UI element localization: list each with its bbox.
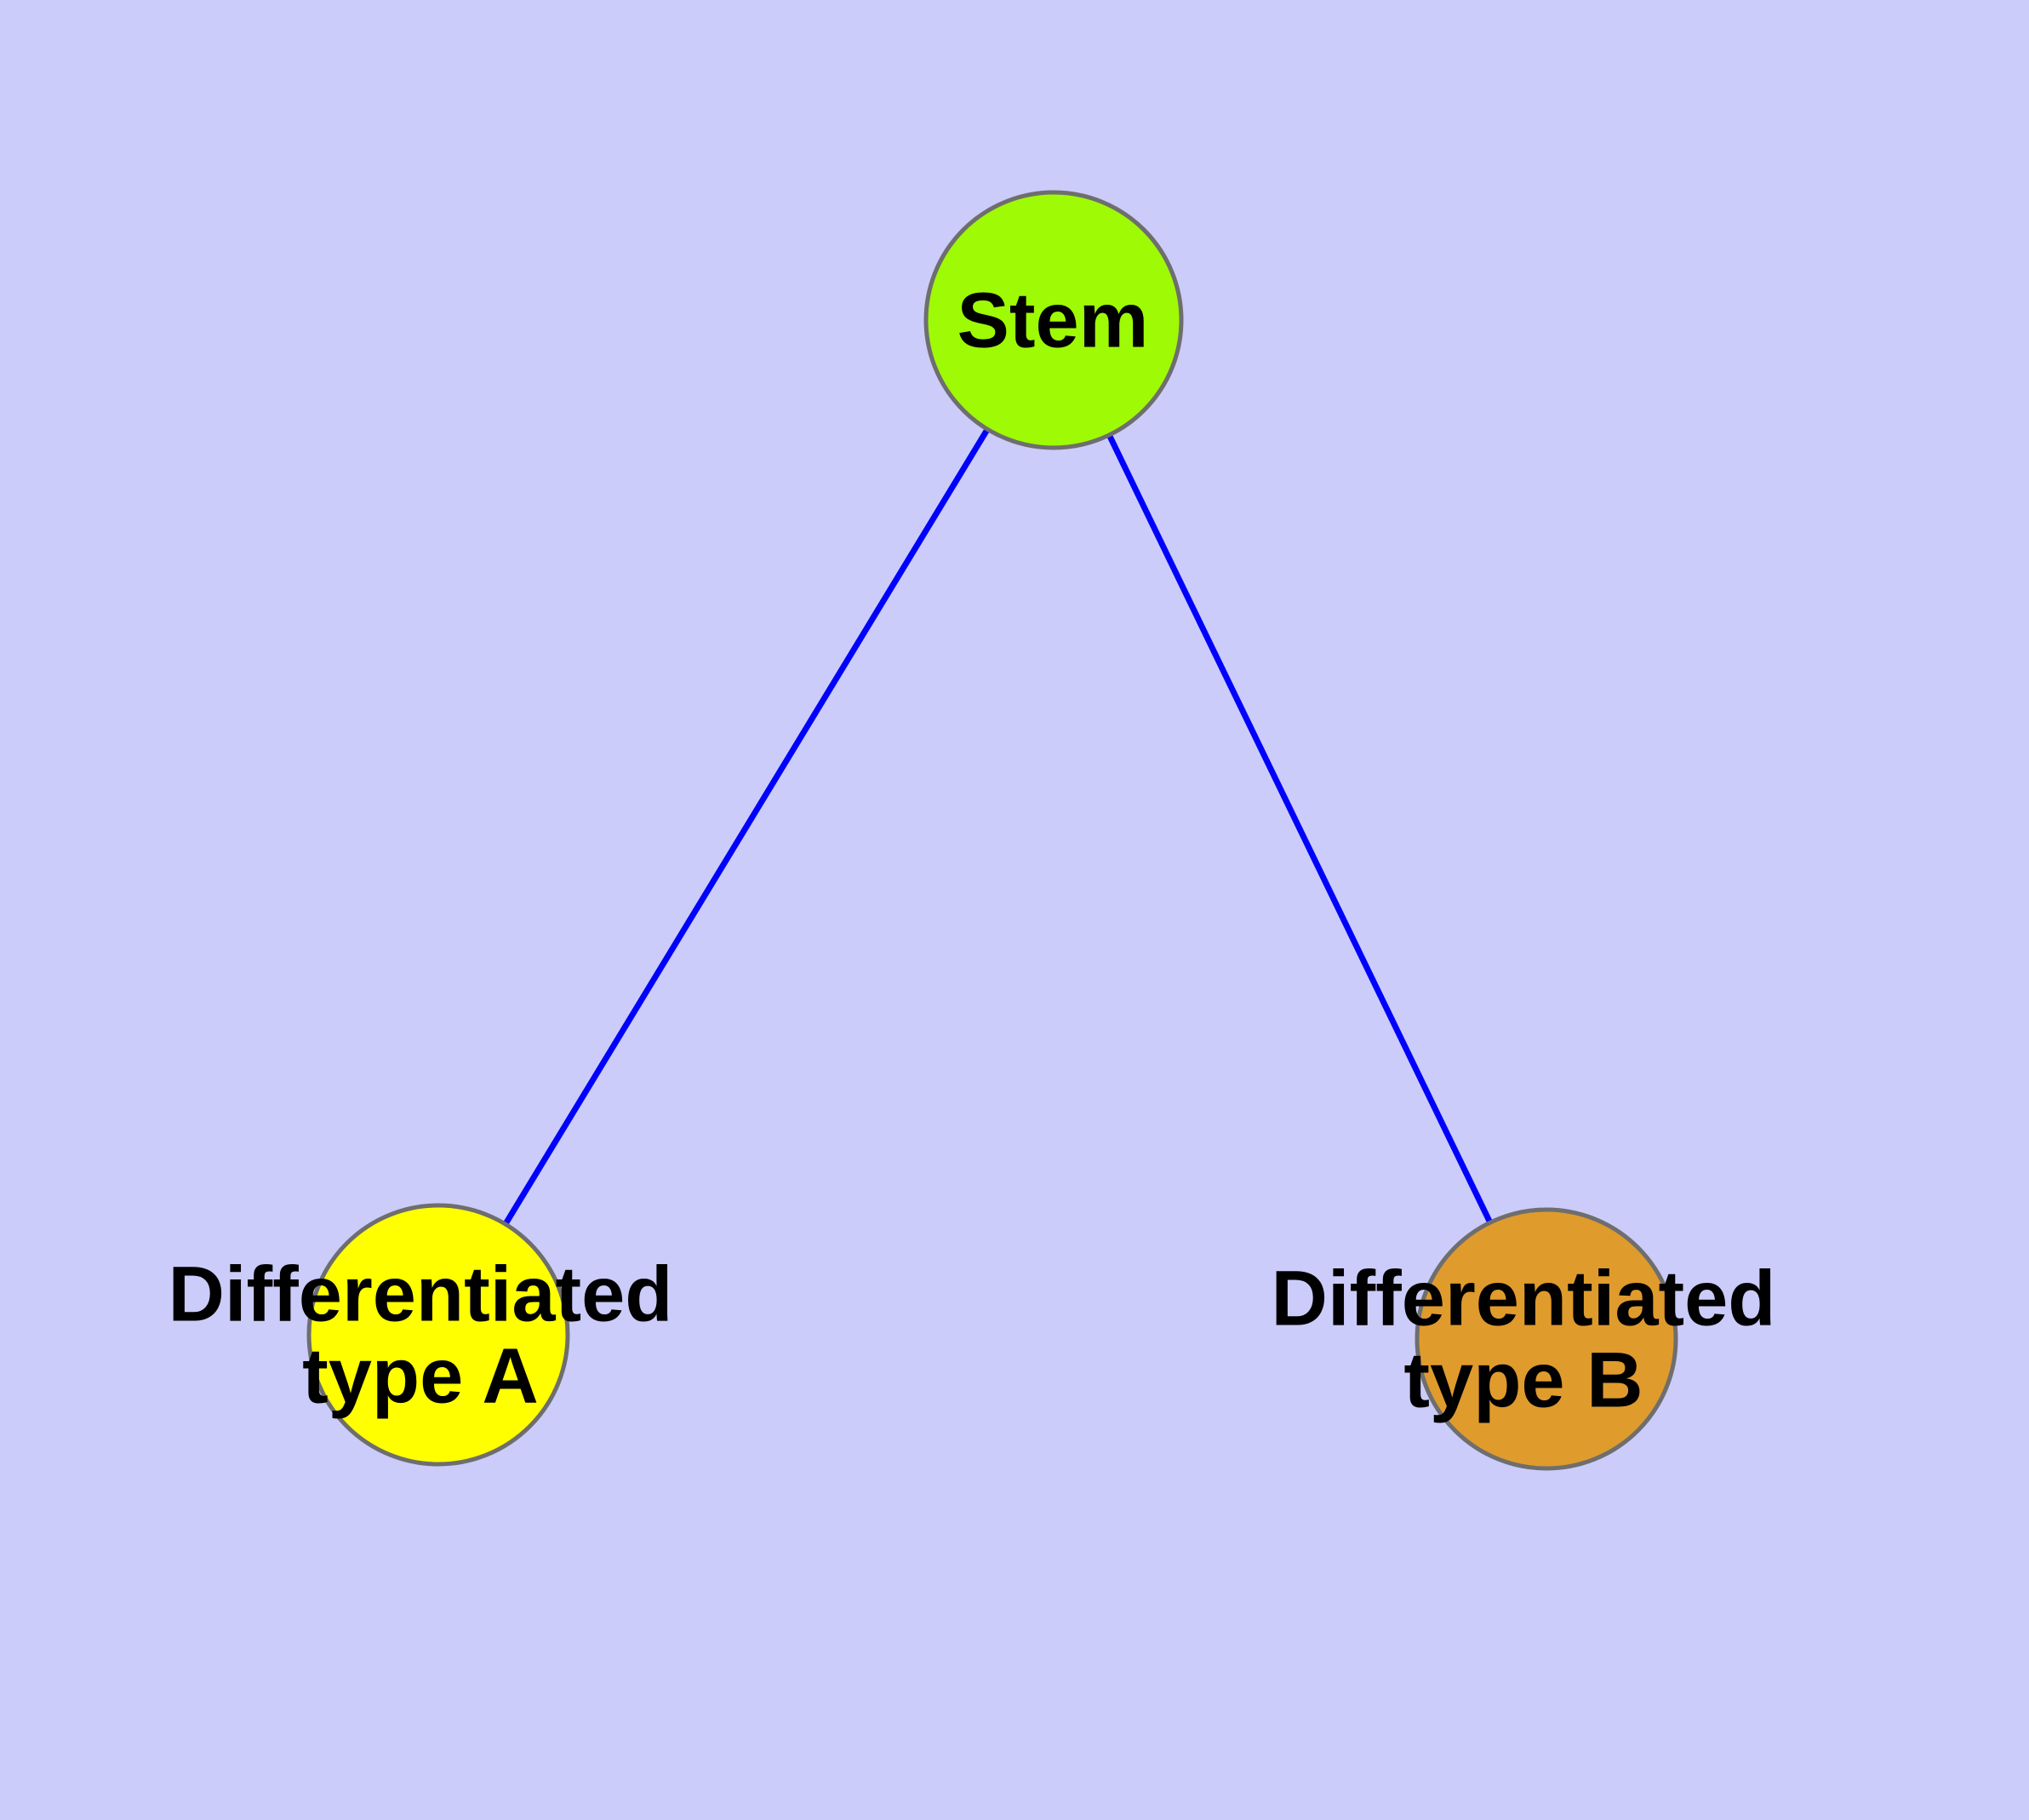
- node-label-stem: Stem: [957, 277, 1149, 363]
- node-label-line: type B: [1403, 1336, 1643, 1423]
- node-circle-stem[interactable]: [923, 190, 1184, 450]
- edge-stem-diff-a[interactable]: [436, 318, 1056, 1336]
- node-circle-diff_b[interactable]: [1415, 1207, 1678, 1471]
- edges-layer: [436, 318, 1550, 1341]
- node-circle-diff_a[interactable]: [306, 1203, 570, 1467]
- node-label-line: Differentiated: [169, 1251, 673, 1337]
- node-label-line: type A: [302, 1332, 539, 1419]
- node-label-line: Differentiated: [1272, 1255, 1776, 1342]
- edge-stem-diff-b[interactable]: [1050, 318, 1550, 1341]
- node-stem[interactable]: Stem: [923, 190, 1184, 450]
- node-label-line: Stem: [957, 277, 1149, 363]
